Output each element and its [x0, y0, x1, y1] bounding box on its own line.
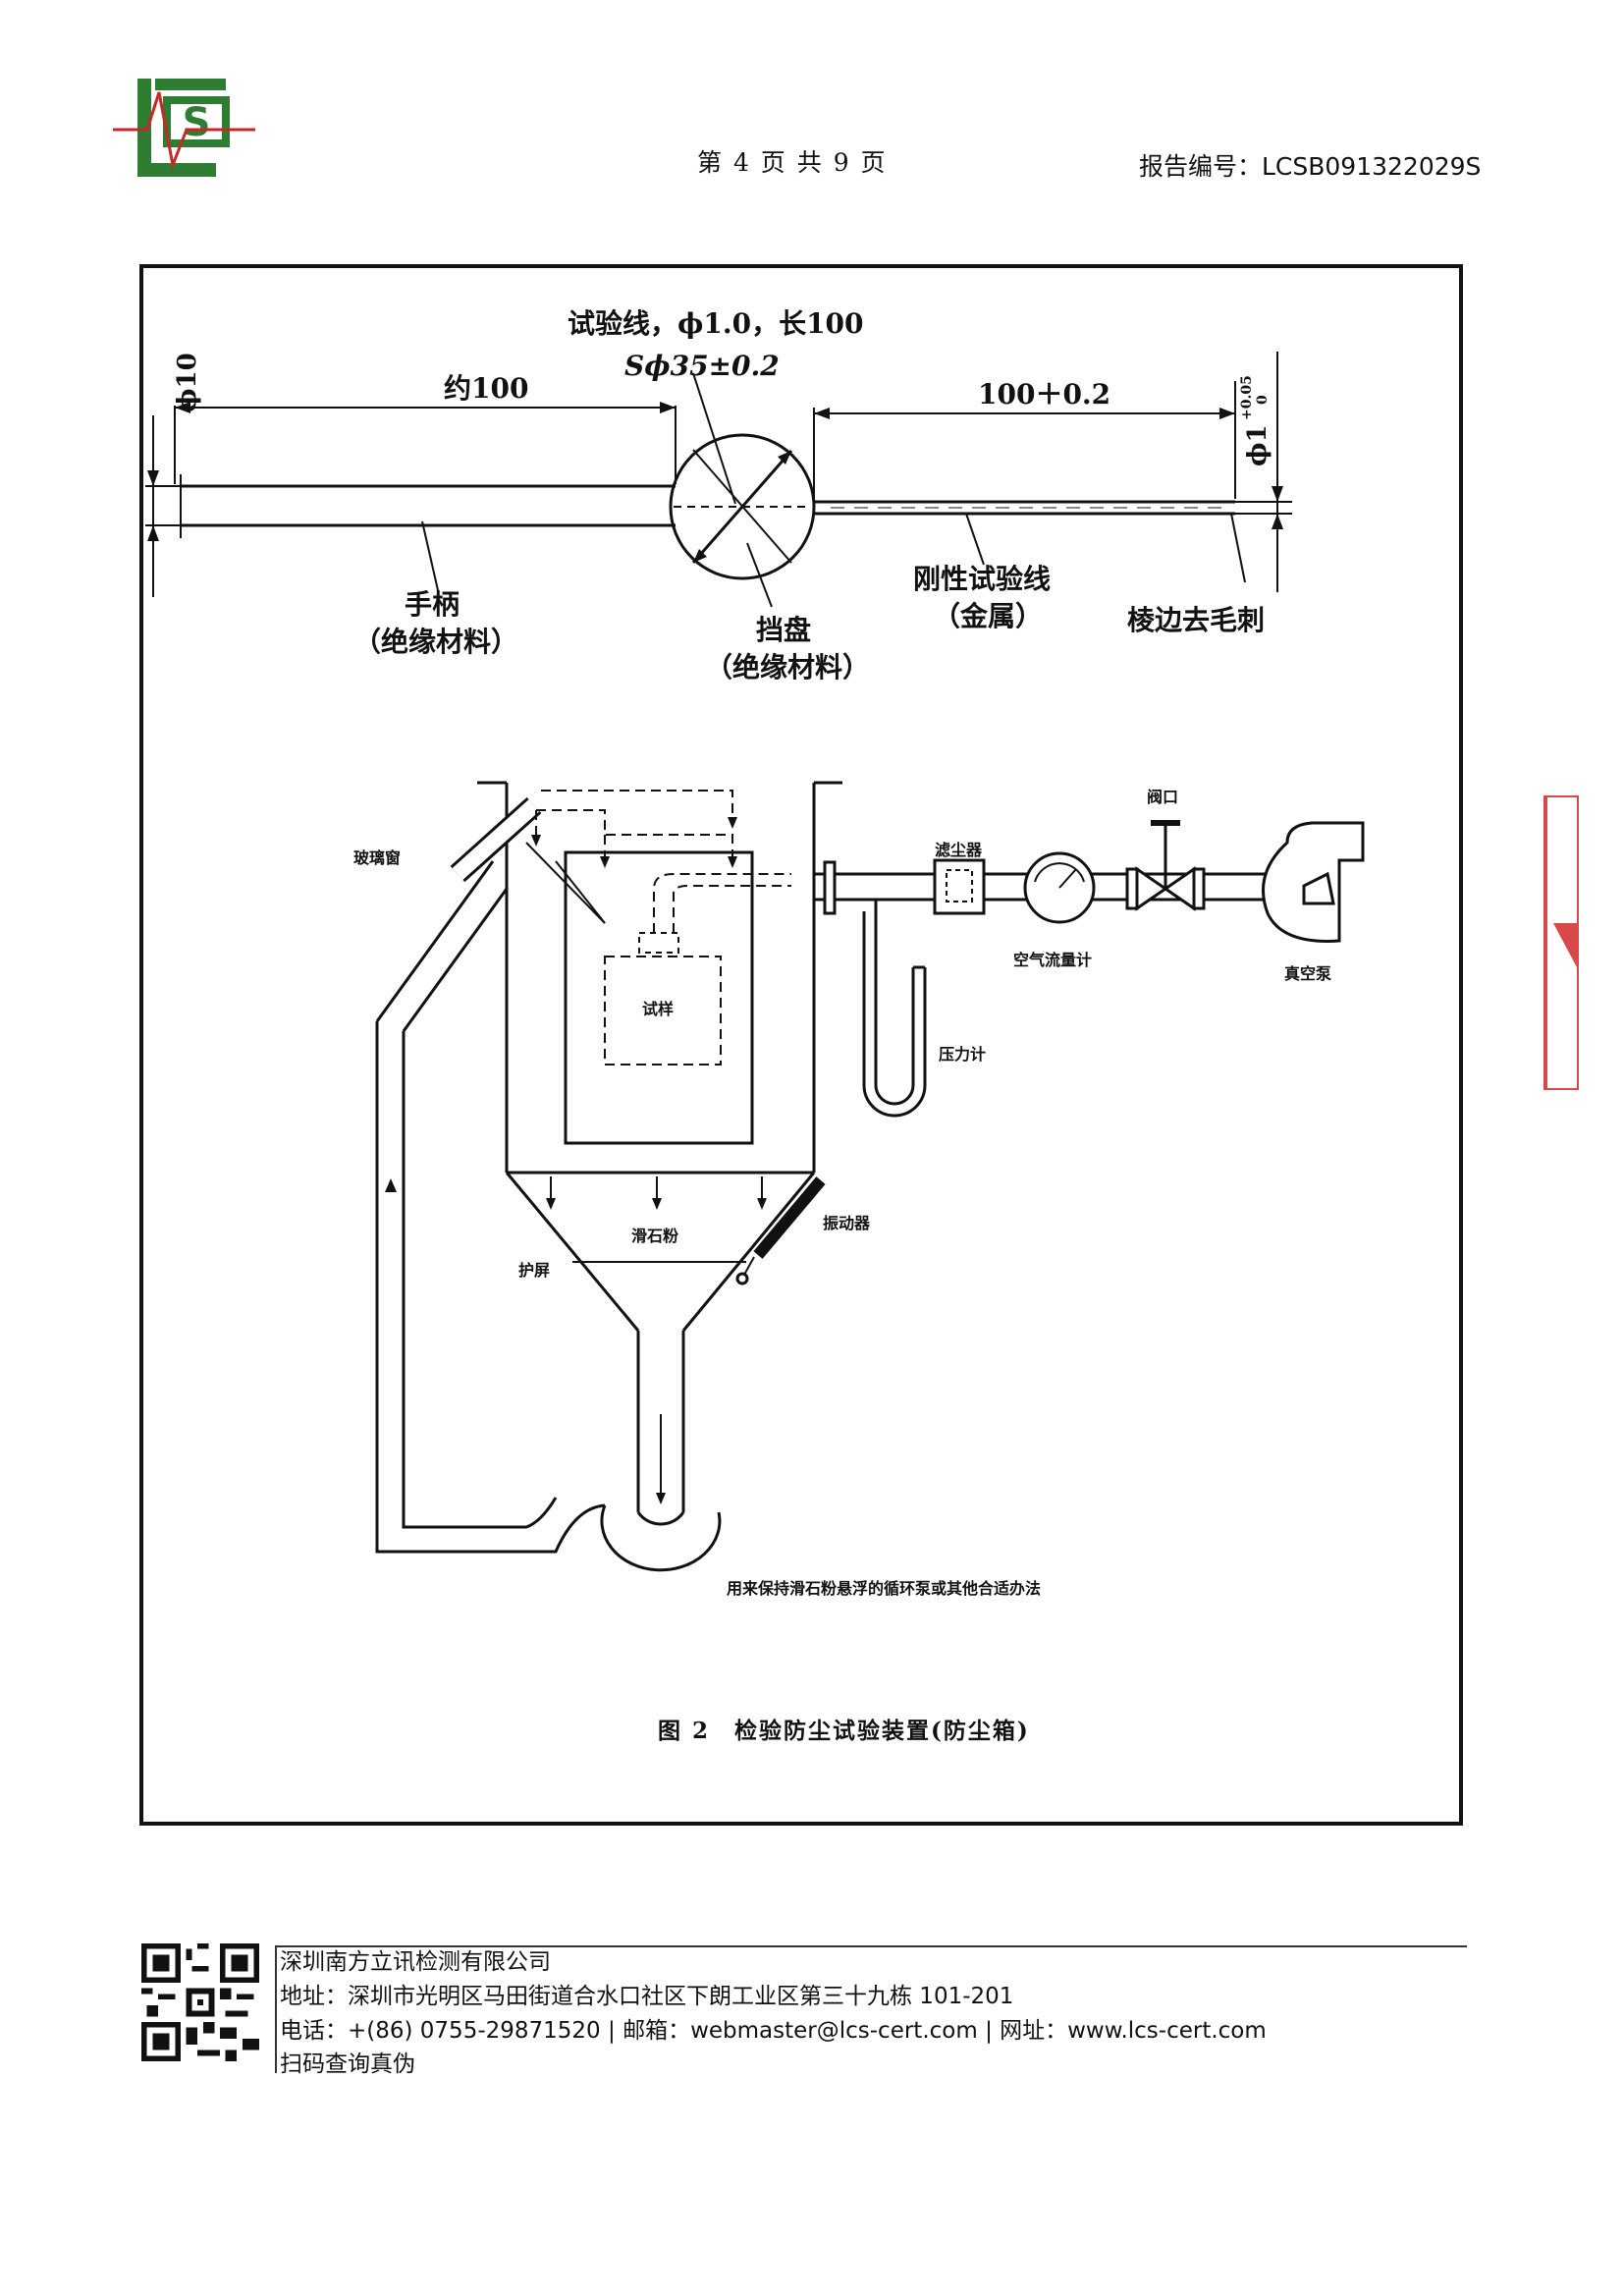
- glass-window-label: 玻璃窗: [353, 848, 402, 867]
- guard-material: （绝缘材料）: [705, 651, 871, 683]
- talc-label: 滑石粉: [631, 1227, 679, 1245]
- svg-text:S: S: [183, 100, 211, 145]
- qr-verify-hint: 扫码查询真伪: [280, 2051, 415, 2077]
- vacuum-pump-label: 真空泵: [1284, 964, 1332, 983]
- footer-vertical-divider: [275, 1945, 277, 2073]
- handle-length-dim: 约100: [444, 372, 529, 405]
- lcs-logo: S: [113, 79, 255, 177]
- wire-diameter-dim: ϕ1: [1243, 424, 1272, 466]
- sphere-dim: Sϕ35±0.2: [624, 350, 780, 382]
- figure-frame: [139, 264, 1463, 1826]
- guard-label: 挡盘: [756, 614, 812, 646]
- edge-deburr-label: 棱边去毛刺: [1127, 604, 1266, 636]
- wire-diameter-tol-upper: +0.05: [1239, 375, 1255, 420]
- wire-diameter-tol-lower: 0: [1255, 395, 1271, 405]
- red-stamp-fragment: [1543, 795, 1579, 1090]
- wire-length-dim: 100＋0.2: [978, 378, 1111, 410]
- handle-diameter-dim: ϕ10: [173, 353, 202, 412]
- valve-label: 阀口: [1147, 788, 1179, 806]
- verification-qr-code[interactable]: [141, 1943, 259, 2061]
- wire-label: 刚性试验线: [913, 563, 1052, 595]
- report-number: 报告编号：LCSB091322029S: [1139, 152, 1482, 181]
- handle-material: （绝缘材料）: [353, 626, 519, 658]
- company-contact: 电话：+(86) 0755-29871520 | 邮箱：webmaster@lc…: [280, 2018, 1267, 2044]
- vibrator-label: 振动器: [823, 1214, 871, 1232]
- dust-chamber-drawing: [375, 781, 1365, 1572]
- dust-filter-label: 滤尘器: [935, 841, 983, 859]
- screen-label: 护屏: [518, 1261, 551, 1280]
- probe-wire-spec: 试验线，ϕ1.0，长100: [568, 307, 864, 340]
- page-indicator: 第 4 页 共 9 页: [697, 148, 888, 177]
- air-flow-meter-label: 空气流量计: [1013, 951, 1093, 969]
- sample-label: 试样: [642, 1000, 675, 1018]
- test-probe-drawing: [145, 352, 1292, 608]
- company-name: 深圳南方立讯检测有限公司: [280, 1949, 551, 1975]
- circulation-note: 用来保持滑石粉悬浮的循环泵或其他合适办法: [727, 1579, 1042, 1598]
- footer-divider: [275, 1945, 1467, 1947]
- wire-material: （金属）: [933, 600, 1044, 632]
- company-address: 地址：深圳市光明区马田街道合水口社区下朗工业区第三十九栋 101-201: [280, 1984, 1014, 2009]
- handle-label: 手柄: [405, 588, 460, 621]
- figure-caption: 图 2 检验防尘试验装置(防尘箱): [658, 1718, 1030, 1744]
- pressure-gauge-label: 压力计: [939, 1045, 987, 1064]
